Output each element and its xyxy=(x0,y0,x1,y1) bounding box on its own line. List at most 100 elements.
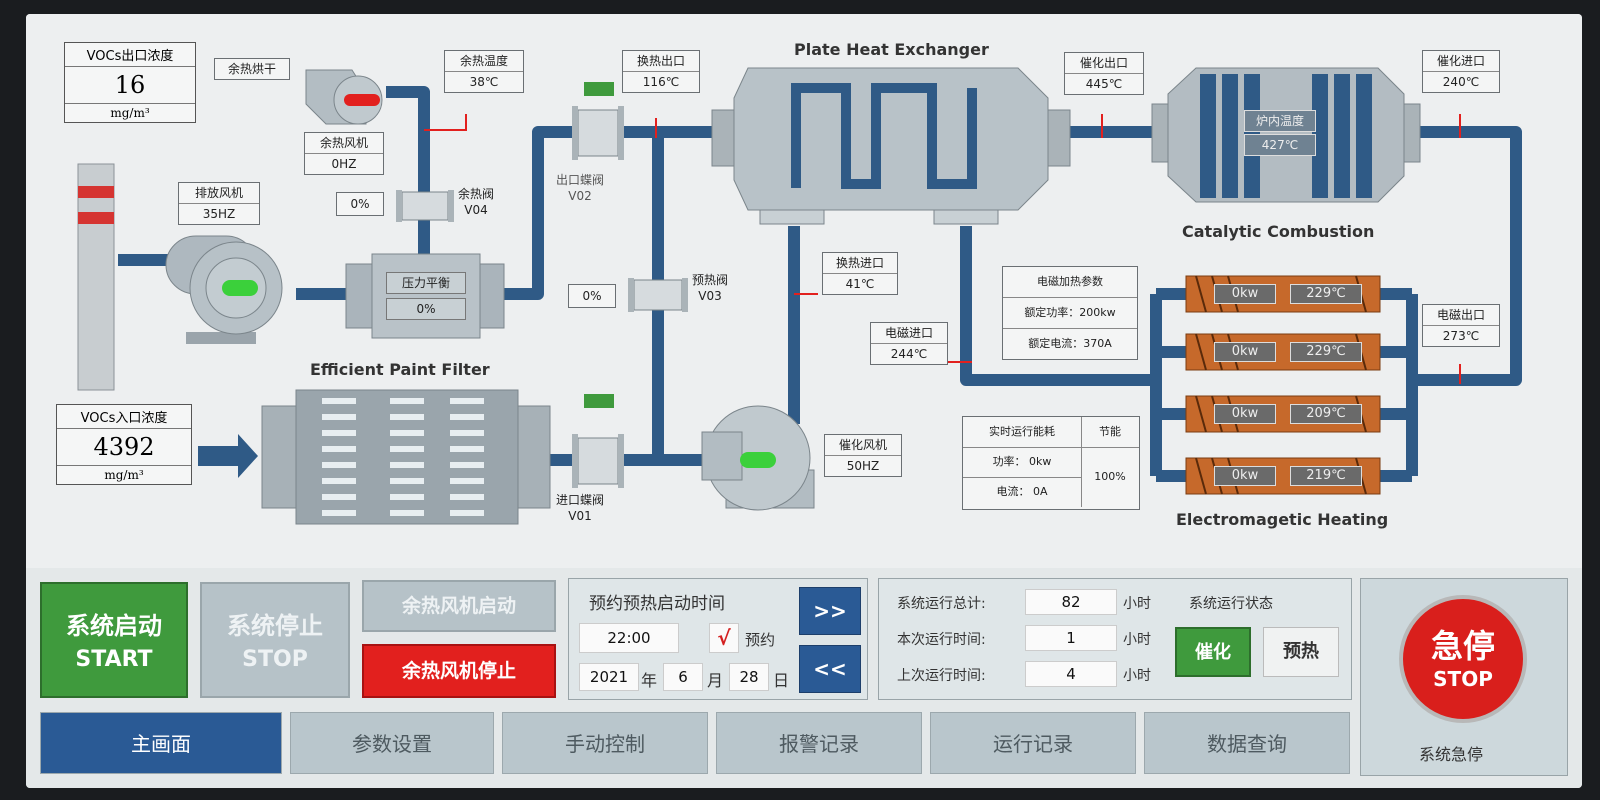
run-total-label: 系统运行总计: xyxy=(897,596,986,612)
status-label: 系统运行状态 xyxy=(1189,596,1273,612)
tab-manual-control[interactable]: 手动控制 xyxy=(502,712,708,774)
run-total-value: 82 xyxy=(1025,589,1117,615)
prev-page-button[interactable]: << xyxy=(799,645,861,693)
hx-inlet-panel: 换热进口 41℃ xyxy=(822,252,898,295)
waste-heat-fan-panel: 余热风机 0HZ xyxy=(304,132,384,175)
hx-outlet-label: 换热出口 xyxy=(623,51,699,72)
heater-3-temp: 209℃ xyxy=(1290,404,1362,424)
cat-inlet-value: 240℃ xyxy=(1442,75,1480,89)
em-inlet-panel: 电磁进口 244℃ xyxy=(870,322,948,365)
hx-inlet-value: 41℃ xyxy=(845,277,875,291)
tab-main[interactable]: 主画面 xyxy=(40,712,282,774)
estop-en: STOP xyxy=(1433,667,1493,691)
last-run-value: 4 xyxy=(1025,661,1117,687)
cat-fan-label: 催化风机 xyxy=(825,435,901,456)
schedule-panel: 预约预热启动时间 22:00 √ 预约 2021 年 6 月 28 日 >> <… xyxy=(568,578,868,700)
reserve-label: 预约 xyxy=(745,631,776,649)
day-unit: 日 xyxy=(773,671,790,690)
vocs-inlet-label: VOCs入口浓度 xyxy=(57,405,191,429)
schedule-day-input[interactable]: 28 xyxy=(729,663,769,691)
next-page-button[interactable]: >> xyxy=(799,587,861,635)
schedule-year-input[interactable]: 2021 xyxy=(579,663,639,691)
inlet-valve-label: 进口蝶阀 V01 xyxy=(556,492,604,524)
paint-filter-title: Efficient Paint Filter xyxy=(310,360,490,379)
outlet-valve-name: 出口蝶阀 xyxy=(556,173,605,187)
v03-percent: 0% xyxy=(568,284,616,308)
runtime-panel: 系统运行总计: 82 小时 本次运行时间: 1 小时 上次运行时间: 4 小时 … xyxy=(878,578,1352,700)
schedule-title: 预约预热启动时间 xyxy=(589,594,725,614)
waste-heat-fan-label: 余热风机 xyxy=(305,133,383,154)
em-inlet-value: 244℃ xyxy=(890,347,928,361)
v04-name: 余热阀 xyxy=(458,187,495,201)
cat-outlet-panel: 催化出口 445℃ xyxy=(1064,52,1144,95)
last-run-unit: 小时 xyxy=(1123,668,1151,684)
vocs-outlet-panel: VOCs出口浓度 16 mg/m³ xyxy=(64,42,196,123)
outlet-valve-code: V02 xyxy=(568,189,592,203)
tab-alarm-records[interactable]: 报警记录 xyxy=(716,712,922,774)
v04-percent: 0% xyxy=(336,192,384,216)
schedule-month-input[interactable]: 6 xyxy=(663,663,703,691)
exhaust-fan-label: 排放风机 xyxy=(179,183,259,204)
system-stop-button[interactable]: 系统停止 STOP xyxy=(200,582,350,698)
system-start-en: START xyxy=(75,647,153,672)
energy-title: 实时运行能耗 xyxy=(963,417,1082,448)
hx-outlet-value: 116℃ xyxy=(642,75,680,89)
last-run-label: 上次运行时间: xyxy=(897,668,986,684)
v04-code: V04 xyxy=(464,203,488,217)
mode-preheat-indicator: 预热 xyxy=(1263,627,1339,677)
v03-name: 预热阀 xyxy=(692,273,729,287)
system-stop-en: STOP xyxy=(242,647,308,672)
emergency-stop-button[interactable]: 急停 STOP xyxy=(1399,595,1527,723)
catalytic-combustion-title: Catalytic Combustion xyxy=(1182,222,1375,241)
tab-parameters[interactable]: 参数设置 xyxy=(290,712,494,774)
em-outlet-value: 273℃ xyxy=(1442,329,1480,343)
system-start-button[interactable]: 系统启动 START xyxy=(40,582,188,698)
energy-saving-value: 100% xyxy=(1094,470,1126,483)
inlet-valve-name: 进口蝶阀 xyxy=(556,493,605,507)
tab-run-records[interactable]: 运行记录 xyxy=(930,712,1136,774)
heater-2-temp: 229℃ xyxy=(1290,342,1362,362)
cat-inlet-label: 催化进口 xyxy=(1423,51,1499,72)
energy-current: 电流： 0A xyxy=(963,477,1082,507)
tab-data-query[interactable]: 数据查询 xyxy=(1144,712,1350,774)
estop-cn: 急停 xyxy=(1430,627,1495,665)
year-unit: 年 xyxy=(641,671,658,690)
furnace-temp-panel: 炉内温度 427℃ xyxy=(1244,110,1316,156)
pressure-balance-label: 压力平衡 xyxy=(386,272,466,294)
reserve-checkbox[interactable]: √ xyxy=(709,623,739,653)
waste-heat-temp-label: 余热温度 xyxy=(445,51,523,72)
vocs-outlet-label: VOCs出口浓度 xyxy=(65,43,195,67)
schedule-time-input[interactable]: 22:00 xyxy=(579,623,679,653)
process-diagram: Plate Heat Exchanger Catalytic Combustio… xyxy=(26,14,1582,576)
run-total-unit: 小时 xyxy=(1123,596,1151,612)
v04-label: 余热阀 V04 xyxy=(458,186,494,218)
waste-heat-temp-value: 38℃ xyxy=(469,75,499,89)
vocs-inlet-panel: VOCs入口浓度 4392 mg/m³ xyxy=(56,404,192,485)
pressure-balance-value: 0% xyxy=(386,298,466,320)
waste-heat-fan-stop-button[interactable]: 余热风机停止 xyxy=(362,644,556,698)
vocs-outlet-value: 16 xyxy=(65,67,195,104)
waste-heat-fan-start-button[interactable]: 余热风机启动 xyxy=(362,580,556,632)
furnace-temp-label: 炉内温度 xyxy=(1244,110,1316,132)
em-params-power: 额定功率：200kw xyxy=(1003,298,1137,329)
energy-power: 功率： 0kw xyxy=(963,447,1082,478)
energy-saving-label: 节能 xyxy=(1081,417,1139,448)
waste-heat-temp-panel: 余热温度 38℃ xyxy=(444,50,524,93)
this-run-label: 本次运行时间: xyxy=(897,632,986,648)
em-outlet-panel: 电磁出口 273℃ xyxy=(1422,304,1500,347)
cat-outlet-label: 催化出口 xyxy=(1065,53,1143,74)
plate-heat-exchanger-title: Plate Heat Exchanger xyxy=(794,40,989,59)
system-start-cn: 系统启动 xyxy=(66,612,162,640)
v03-code: V03 xyxy=(698,289,722,303)
control-bar: 系统启动 START 系统停止 STOP 余热风机启动 余热风机停止 预约预热启… xyxy=(26,568,1582,788)
em-outlet-label: 电磁出口 xyxy=(1423,305,1499,326)
system-stop-cn: 系统停止 xyxy=(227,612,323,640)
cat-fan-value: 50HZ xyxy=(846,459,880,473)
heater-3-power: 0kw xyxy=(1214,404,1276,424)
estop-label: 系统急停 xyxy=(1419,745,1484,764)
cat-inlet-panel: 催化进口 240℃ xyxy=(1422,50,1500,93)
waste-heat-dryer-label: 余热烘干 xyxy=(214,58,290,80)
em-heating-title: Electromagetic Heating xyxy=(1176,510,1389,529)
emergency-stop-panel: 急停 STOP 系统急停 xyxy=(1360,578,1568,776)
furnace-temp-value: 427℃ xyxy=(1244,134,1316,156)
